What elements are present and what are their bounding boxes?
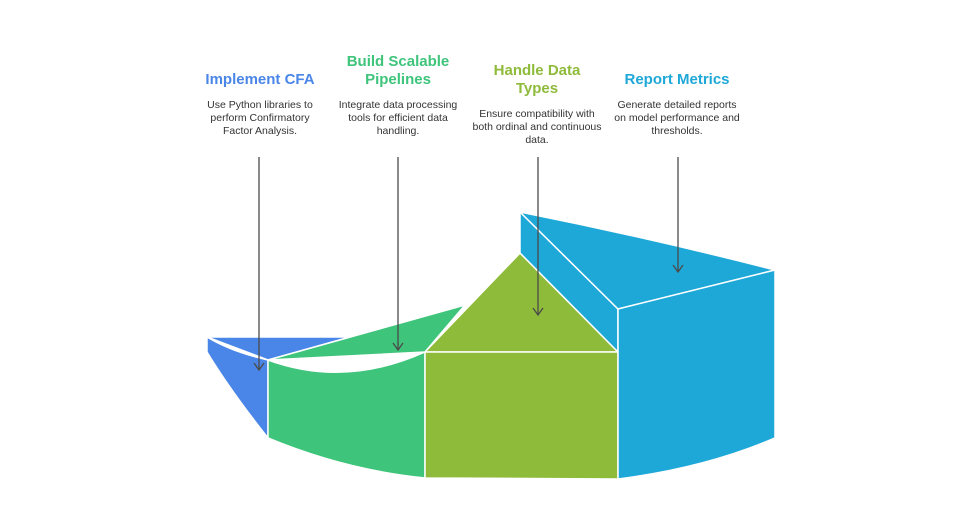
label-metrics-description: Generate detailed reports on model perfo… [614,99,740,137]
label-metrics-title: Report Metrics [624,71,730,88]
label-cfa: Implement CFA Use Python libraries to pe… [195,71,325,138]
segment-metrics-side [617,269,776,480]
segment-pipelines-top [267,304,466,361]
segment-cfa [206,336,351,439]
label-pipelines: Build Scalable Pipelines Integrate data … [333,53,463,138]
label-metrics: Report Metrics Generate detailed reports… [612,71,742,138]
segment-types [424,252,619,480]
segment-pipelines [267,304,466,479]
label-pipelines-title: Build Scalable Pipelines [346,53,450,88]
arrow-pipelines [392,157,404,352]
arrow-cfa [253,157,265,372]
arrow-metrics [672,157,684,274]
label-types: Handle Data Types Ensure compatibility w… [472,62,602,147]
segment-metrics-top [519,211,776,310]
label-cfa-description: Use Python libraries to perform Confirma… [207,99,313,137]
label-types-title: Handle Data Types [493,62,581,97]
segment-pipelines-side [267,351,426,479]
arrow-types [532,157,544,317]
label-cfa-title: Implement CFA [205,71,315,88]
segment-metrics [519,211,776,480]
segment-types-side [424,351,619,480]
label-pipelines-description: Integrate data processing tools for effi… [338,99,458,137]
label-types-description: Ensure compatibility with both ordinal a… [472,108,602,146]
